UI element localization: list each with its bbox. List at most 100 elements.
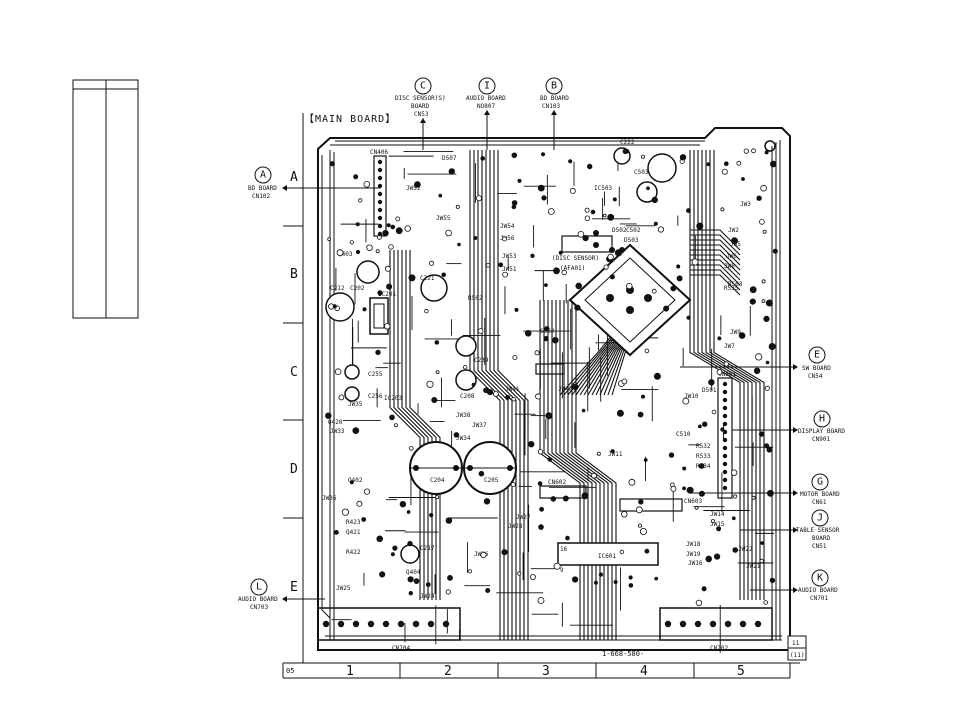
callout-audio-board-left: L AUDIO BOARD CN703 [238, 578, 325, 611]
callout-letter-j: J [817, 513, 823, 524]
callout-letter-b: B [551, 81, 557, 92]
jw51-label: JW51 [502, 266, 517, 273]
callout-letter-l: L [256, 582, 262, 593]
ic601-pin9: 9 [560, 567, 564, 574]
callout-letter-k: K [817, 573, 823, 584]
callout-j-line2: BOARD [812, 535, 830, 542]
connector-cn603: CN603 [619, 498, 702, 512]
jw6-label: JW6 [726, 253, 737, 260]
row-label-a: A [290, 170, 298, 185]
callout-audio-board-top: I AUDIO BOARD NO807 [466, 77, 506, 150]
callout-g-line1: MOTOR BOARD [800, 491, 840, 498]
jw11-label: JW11 [608, 451, 623, 458]
connector-s562: S562 [535, 328, 565, 375]
q420-label: Q420 [328, 419, 343, 426]
r503-label: R503 [728, 281, 743, 288]
revision-box: 11 (11) [787, 635, 807, 661]
s562-label: S562 [540, 328, 555, 335]
callout-a-line1: BD BOARD [248, 185, 277, 192]
jw37-label: JW37 [472, 422, 487, 429]
callout-c-line2: BOARD [411, 103, 429, 110]
ic502-chip [568, 243, 692, 357]
capacitor-c239: C239 [455, 335, 489, 364]
r532-label: R532 [696, 443, 711, 450]
afa-label: (AFA01) [560, 265, 585, 272]
ic503-label: IC503 [594, 185, 612, 192]
ic601-label: IC601 [598, 553, 616, 560]
ic601-pin16: 16 [560, 546, 568, 553]
r535-label: R535 [724, 285, 739, 292]
callout-h-line2: CN901 [812, 436, 830, 443]
jw19-label: JW19 [686, 551, 701, 558]
q403-label: Q403 [338, 251, 353, 258]
c221-label: C221 [420, 275, 435, 282]
c256-label: C256 [368, 393, 383, 400]
c205-label: C205 [484, 477, 499, 484]
callout-i-line1: AUDIO BOARD [466, 95, 506, 102]
q402-label: Q402 [348, 477, 363, 484]
cn406-label: CN406 [370, 149, 388, 156]
callout-l-line2: CN703 [250, 604, 268, 611]
capacitor-c502: C502 [626, 181, 658, 234]
row-label-d: D [290, 462, 298, 477]
callout-i-line2: NO807 [477, 103, 495, 110]
r502-label: R502 [468, 295, 483, 302]
c202-label: C202 [350, 285, 365, 292]
callout-motor-board: G MOTOR BOARD CN61 [690, 473, 840, 506]
c502-label: C502 [626, 227, 641, 234]
callout-b-line1: BD BOARD [540, 95, 569, 102]
trace-bundle-left [321, 140, 782, 641]
c510-label: C510 [676, 431, 691, 438]
d501-label: D501 [702, 387, 717, 394]
legend-table [72, 79, 139, 319]
c208-label: C208 [460, 393, 475, 400]
disc-sensor-label: (DISC SENSOR) [552, 255, 599, 262]
callout-sw-board: E SW BOARD CN54 [680, 346, 831, 380]
callout-e-line2: CN54 [808, 373, 823, 380]
row-label-e: E [290, 580, 298, 595]
jw14-label: JW14 [710, 511, 725, 518]
r533-label: R533 [696, 453, 711, 460]
c217-label: C217 [420, 545, 435, 552]
capacitor-c212: C212 [325, 285, 355, 322]
ic601-chip: IC601 16 9 [557, 542, 659, 574]
jw9-label: JW9 [730, 329, 741, 336]
callout-g-line2: CN61 [812, 499, 827, 506]
jw15-label: JW15 [710, 521, 725, 528]
callout-letter-g: G [817, 477, 823, 488]
jw21-label: JW21 [746, 563, 761, 570]
d503-label: D503 [624, 237, 639, 244]
callout-bd-board-left: A BD BOARD CN102 [248, 166, 380, 200]
mounting-hole [764, 140, 776, 152]
callout-e-line1: SW BOARD [802, 365, 831, 372]
callout-a-line2: CN102 [252, 193, 270, 200]
cn702-label: CN702 [710, 645, 728, 652]
ic201-chip: IC201 [369, 291, 396, 335]
callout-h-line1: DISPLAY BOARD [798, 428, 845, 435]
callout-audio-board-right: K AUDIO BOARD CN701 [750, 569, 838, 602]
board-title: 【MAIN BOARD】 [304, 113, 396, 125]
part-number: 1-668-580- [602, 650, 644, 658]
jw25-label: JW25 [336, 585, 351, 592]
col-label-1: 1 [346, 664, 354, 679]
ic203-label: IC203 [384, 395, 402, 402]
callout-k-line2: CN701 [810, 595, 828, 602]
jw38-label: JW38 [456, 412, 471, 419]
col-label-5: 5 [737, 664, 745, 679]
sheet-frame [282, 113, 800, 679]
jw5-label: JW5 [730, 241, 741, 248]
callout-letter-c: C [420, 81, 426, 92]
capacitor-c255: C255 [344, 364, 383, 380]
callout-k-line1: AUDIO BOARD [798, 587, 838, 594]
jw54-label: JW54 [500, 223, 515, 230]
c212-label: C212 [330, 285, 345, 292]
capacitor-c202: C202 [350, 260, 380, 292]
jw35-label: JW35 [348, 401, 363, 408]
c255-label: C255 [368, 371, 383, 378]
callout-letter-a: A [260, 170, 266, 181]
capacitor-c205: C205 [463, 441, 517, 495]
jw28-label: JW28 [508, 523, 523, 530]
callout-bd-board-top: B BD BOARD CN103 [540, 77, 569, 150]
revision-top: 11 [792, 640, 800, 647]
